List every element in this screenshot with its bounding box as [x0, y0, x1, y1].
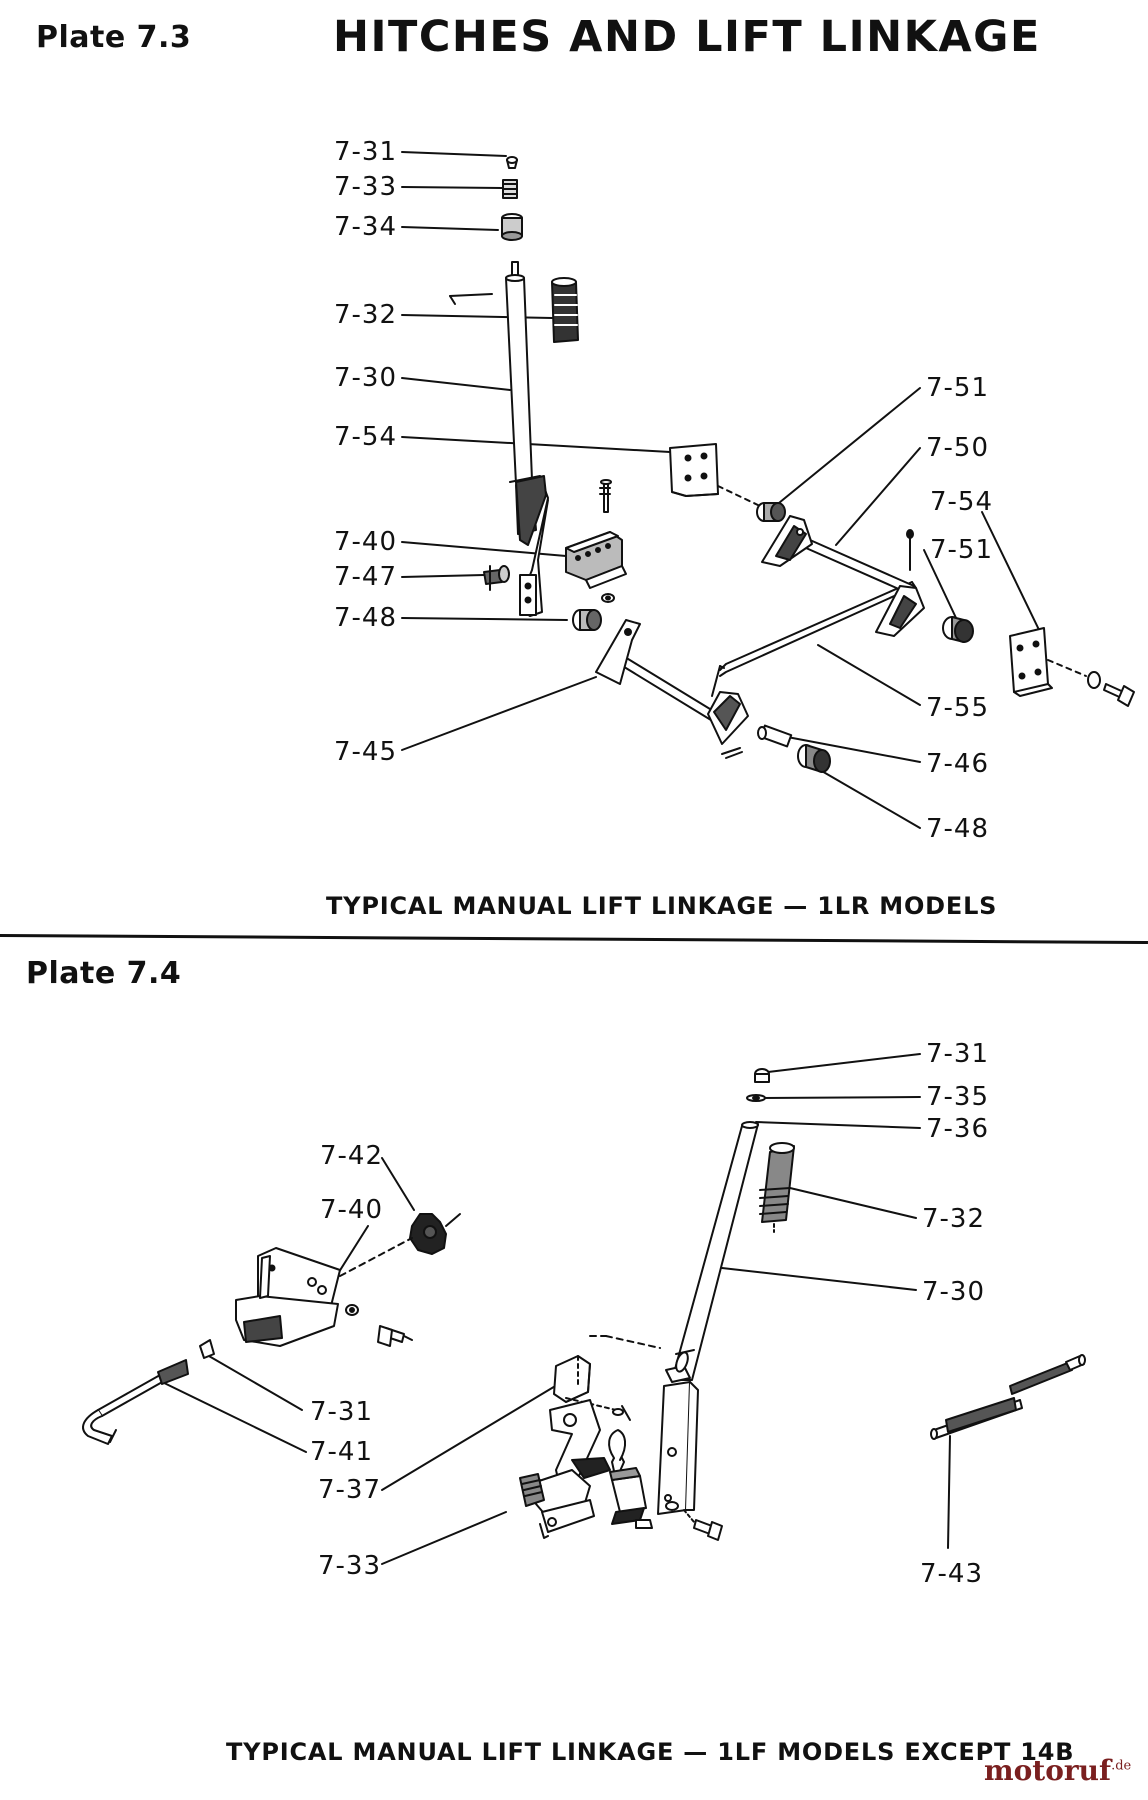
- callout-7-32: 7-32: [334, 300, 398, 330]
- plate-7-3-caption: TYPICAL MANUAL LIFT LINKAGE — 1LR MODELS: [326, 892, 998, 920]
- callout-7-42: 7-42: [320, 1141, 384, 1171]
- link-arm: [535, 1399, 653, 1539]
- spacer-7-46: [757, 724, 793, 748]
- callout-7-46: 7-46: [926, 749, 990, 779]
- motoruf-watermark[interactable]: motoruf.de: [984, 1754, 1131, 1787]
- bushing-7-48-right: [797, 744, 831, 773]
- callout-7-40: 7-40: [334, 527, 398, 557]
- callout-7-51-top: 7-51: [926, 373, 990, 403]
- rear-shaft-7-50: [761, 515, 925, 637]
- quadrant-7-40-lf: [235, 1237, 413, 1347]
- callout-7-45: 7-45: [334, 737, 398, 767]
- callout-7-31-lf-left: 7-31: [310, 1397, 374, 1427]
- callout-7-36: 7-36: [926, 1114, 990, 1144]
- callout-7-33: 7-33: [334, 172, 398, 202]
- grip-7-32-lf: [759, 1142, 795, 1233]
- callout-7-48-left: 7-48: [334, 603, 398, 633]
- callout-7-40-lf: 7-40: [320, 1195, 384, 1225]
- block-7-37: [553, 1335, 661, 1421]
- callout-7-48-right: 7-48: [926, 814, 990, 844]
- callout-7-47: 7-47: [334, 562, 398, 592]
- callout-7-35: 7-35: [926, 1082, 990, 1112]
- bushing-7-51-right: [942, 616, 974, 643]
- plate-7-4-caption: TYPICAL MANUAL LIFT LINKAGE — 1LF MODELS…: [226, 1738, 1075, 1766]
- leader-lines-7-3-right: [773, 387, 1043, 829]
- base-bolt: [665, 1501, 723, 1541]
- quadrant-7-40: [565, 531, 627, 589]
- watermark-suffix: .de: [1111, 1758, 1132, 1774]
- callout-7-31-lf-right: 7-31: [926, 1039, 990, 1069]
- threaded-rods-7-43: [930, 1354, 1086, 1440]
- callout-7-30: 7-30: [334, 363, 398, 393]
- plate-7-4-label: Plate 7.4: [26, 956, 182, 991]
- leader-lines-7-4: [157, 1053, 951, 1565]
- bushing-7-51-left: [756, 502, 786, 522]
- callout-7-34: 7-34: [334, 212, 398, 242]
- spring-7-33-lf: [519, 1473, 545, 1507]
- knob-7-42: [409, 1213, 461, 1255]
- callout-7-55: 7-55: [926, 693, 990, 723]
- plate-7-3-label: Plate 7.3: [36, 20, 192, 55]
- page-title: HITCHES AND LIFT LINKAGE: [333, 12, 1041, 62]
- lift-rod-7-41: [82, 1339, 215, 1445]
- grip-7-32: [551, 277, 579, 343]
- mount-plate-7-54-right: [1009, 627, 1135, 707]
- callout-7-54-right: 7-54: [930, 487, 994, 517]
- mount-plate-7-54-left: [669, 443, 761, 507]
- callout-7-43: 7-43: [920, 1559, 984, 1589]
- bushing-7-34: [501, 213, 523, 241]
- watermark-brand: motoruf: [984, 1754, 1112, 1787]
- callout-7-51-right: 7-51: [930, 535, 994, 565]
- spring-7-33: [502, 179, 518, 199]
- callout-7-31: 7-31: [334, 137, 398, 167]
- cross-shaft-7-45: [595, 619, 749, 745]
- callout-7-30-lf: 7-30: [922, 1277, 986, 1307]
- callout-7-50: 7-50: [926, 433, 990, 463]
- callout-7-37: 7-37: [318, 1475, 382, 1505]
- lever-bracket: [509, 475, 549, 617]
- callout-7-54-left: 7-54: [334, 422, 398, 452]
- bushing-7-48-left: [572, 609, 602, 631]
- lever-7-30-lf: [657, 1068, 770, 1515]
- bolt-7-47: [483, 565, 510, 591]
- callout-7-41: 7-41: [310, 1437, 374, 1467]
- callout-7-32-lf: 7-32: [922, 1204, 986, 1234]
- callout-7-33-lf: 7-33: [318, 1551, 382, 1581]
